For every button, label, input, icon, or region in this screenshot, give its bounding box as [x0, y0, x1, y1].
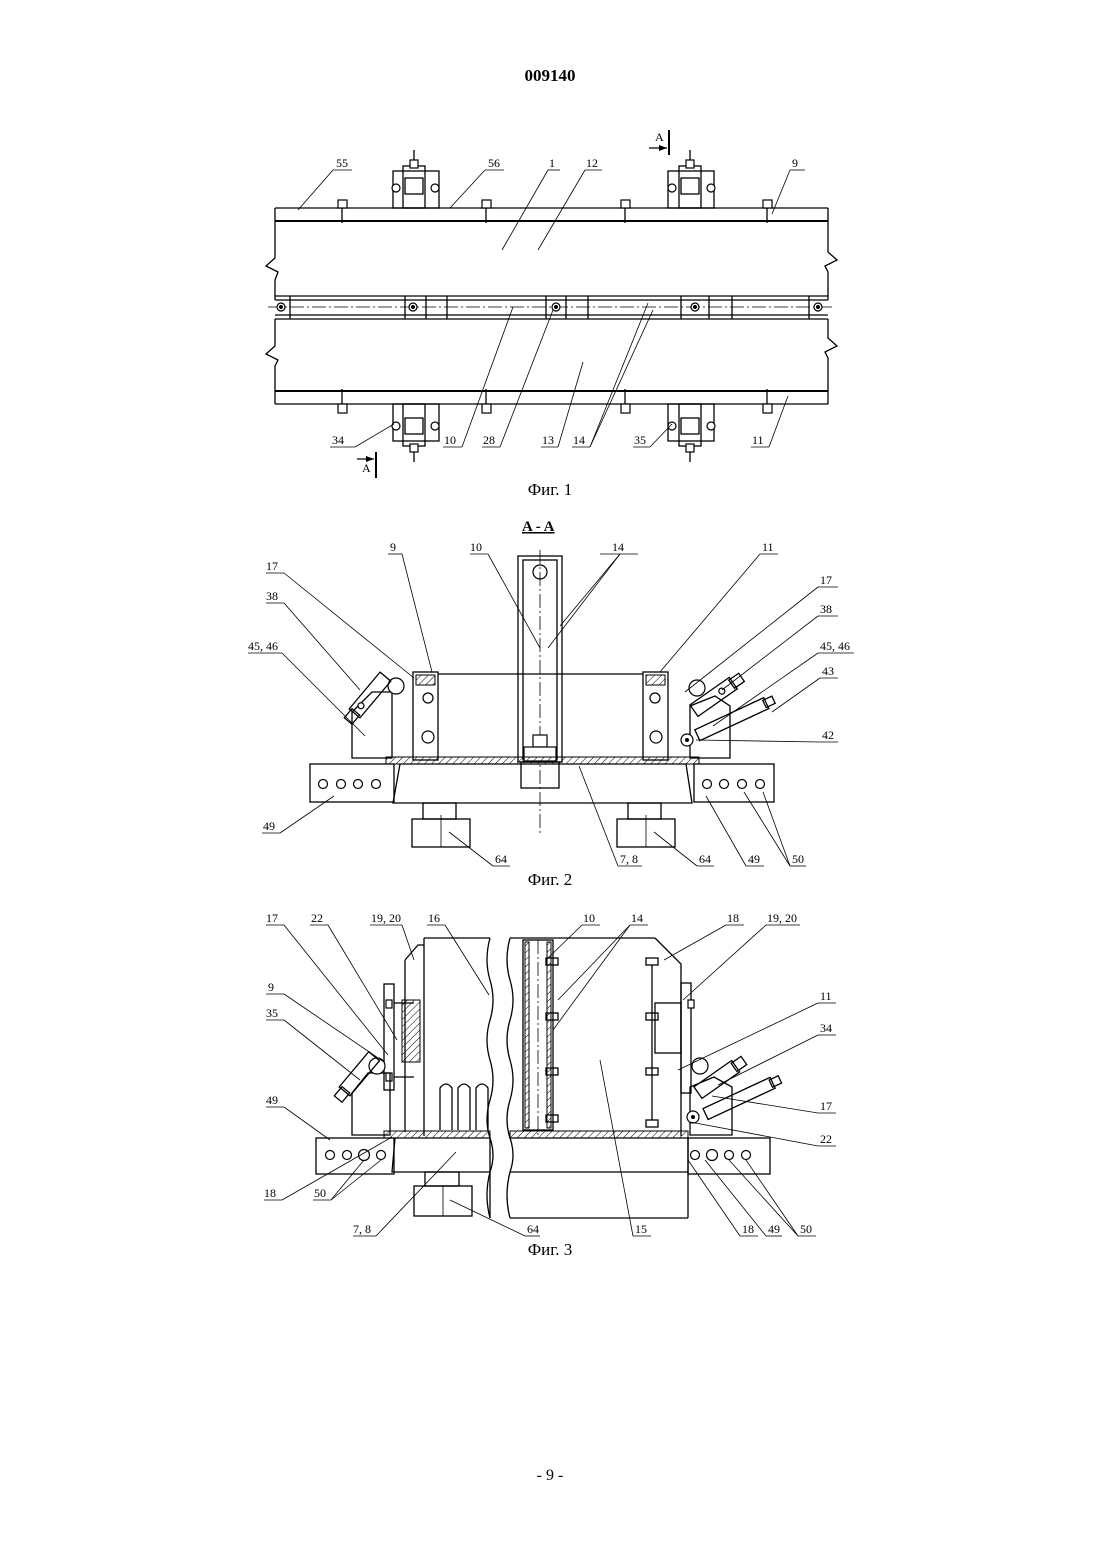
callout-label: 17 — [266, 911, 278, 925]
callout-label: 9 — [390, 540, 396, 554]
mounting-holes-left — [326, 1150, 386, 1161]
callout-label: 7, 8 — [620, 852, 638, 866]
section-letter-top: A — [655, 130, 664, 144]
callout-label: 50 — [314, 1186, 326, 1200]
callout-label: 55 — [336, 156, 348, 170]
callout-label: 43 — [822, 664, 834, 678]
callout-label: 14 — [612, 540, 624, 554]
callout-label: 16 — [428, 911, 440, 925]
callout-label: 14 — [631, 911, 643, 925]
callout-label: 49 — [748, 852, 760, 866]
section-marker-top: A — [649, 130, 669, 155]
callout-label: 12 — [586, 156, 598, 170]
callout-label: 34 — [332, 433, 344, 447]
figure-1-drawing: A A 55 56 1 12 9 34 10 28 13 14 35 11 — [0, 120, 1100, 480]
callout-label: 22 — [311, 911, 323, 925]
callout-label: 28 — [483, 433, 495, 447]
callout-label: 11 — [762, 540, 774, 554]
callout-label: 18 — [727, 911, 739, 925]
callout-label: 17 — [820, 573, 832, 587]
figure-1-caption: Фиг. 1 — [0, 480, 1100, 500]
callout-label: 49 — [263, 819, 275, 833]
callout-label: 18 — [264, 1186, 276, 1200]
mounting-holes-right — [691, 1150, 751, 1161]
callout-label: 49 — [266, 1093, 278, 1107]
clamp-bottom-right — [668, 404, 715, 462]
callout-label: 11 — [752, 433, 764, 447]
callout-label: 19, 20 — [767, 911, 797, 925]
figure-3-drawing: 17 22 19, 20 16 10 14 18 19, 20 9 11 35 … — [0, 905, 1100, 1245]
callout-label: 15 — [635, 1222, 647, 1236]
section-title: A - A — [522, 519, 555, 535]
callout-label: 38 — [820, 602, 832, 616]
callout-label: 35 — [266, 1006, 278, 1020]
callout-label: 45, 46 — [248, 639, 278, 653]
callout-label: 50 — [792, 852, 804, 866]
callout-label: 38 — [266, 589, 278, 603]
page-number: - 9 - — [0, 1467, 1100, 1485]
clamp-top-left — [392, 150, 439, 208]
callout-label: 10 — [444, 433, 456, 447]
figure-2-callouts: 17 9 10 14 11 17 38 38 45, 46 45, 46 43 … — [248, 540, 854, 866]
clamp-top-right — [668, 150, 715, 208]
callout-label: 45, 46 — [820, 639, 850, 653]
callout-label: 17 — [266, 559, 278, 573]
callout-label: 9 — [268, 980, 274, 994]
spacers — [546, 958, 658, 1127]
callout-label: 1 — [549, 156, 555, 170]
section-letter-bottom: A — [362, 461, 371, 475]
callout-label: 13 — [542, 433, 554, 447]
callout-label: 56 — [488, 156, 500, 170]
callout-label: 22 — [820, 1132, 832, 1146]
callout-label: 50 — [800, 1222, 812, 1236]
callout-label: 18 — [742, 1222, 754, 1236]
callout-label: 7, 8 — [353, 1222, 371, 1236]
callout-label: 11 — [820, 989, 832, 1003]
figure-2-drawing: A - A — [0, 515, 1100, 875]
callout-label: 64 — [527, 1222, 539, 1236]
callout-label: 34 — [820, 1021, 832, 1035]
callout-label: 64 — [699, 852, 711, 866]
callout-label: 64 — [495, 852, 507, 866]
section-marker-bottom: A — [357, 452, 376, 478]
callout-label: 17 — [820, 1099, 832, 1113]
callout-label: 49 — [768, 1222, 780, 1236]
callout-label: 10 — [583, 911, 595, 925]
callout-label: 42 — [822, 728, 834, 742]
callout-label: 9 — [792, 156, 798, 170]
mounting-holes — [319, 780, 765, 789]
callout-label: 35 — [634, 433, 646, 447]
clamp-bottom-left — [392, 404, 439, 462]
clamp-screw-left — [343, 672, 391, 725]
callout-label: 19, 20 — [371, 911, 401, 925]
figure-3-caption: Фиг. 3 — [0, 1240, 1100, 1260]
callout-label: 14 — [573, 433, 585, 447]
callout-label: 10 — [470, 540, 482, 554]
spring-cylinder-right — [695, 694, 776, 740]
figure-2-caption: Фиг. 2 — [0, 870, 1100, 890]
document-number: 009140 — [0, 66, 1100, 86]
